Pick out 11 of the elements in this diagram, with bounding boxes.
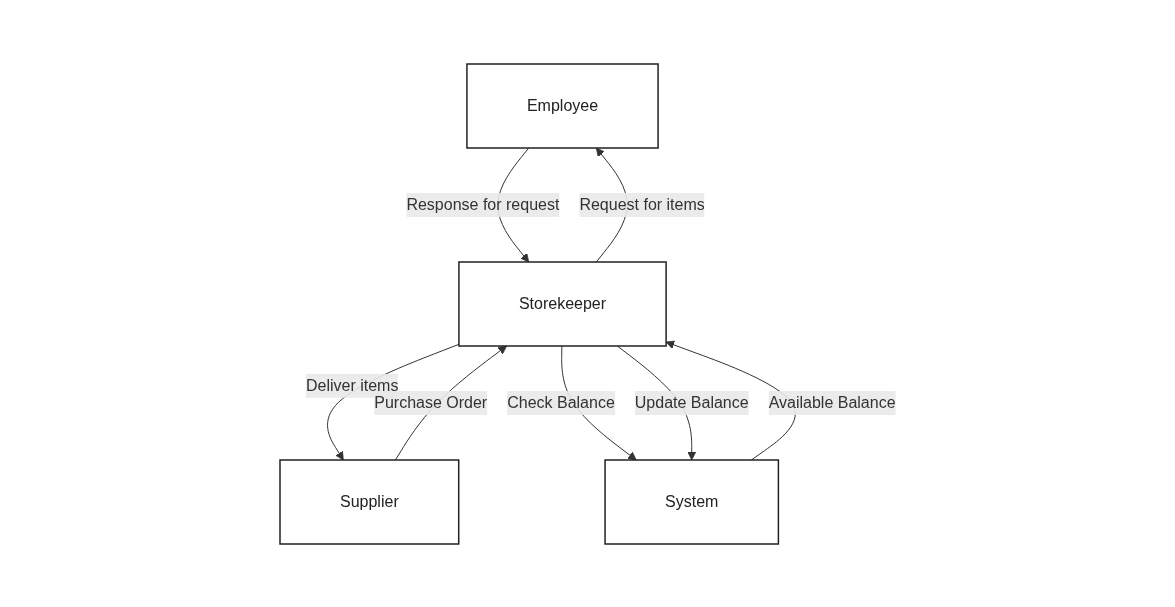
edge-label: Update Balance xyxy=(634,393,749,411)
node-box: Supplier xyxy=(278,458,460,545)
edge-label: Request for items xyxy=(579,195,705,213)
edge-label: Available Balance xyxy=(768,393,896,411)
edge-label: Response for request xyxy=(406,195,560,213)
edge-label: Deliver items xyxy=(305,376,399,394)
edge-label: Check Balance xyxy=(506,393,615,411)
edge-label: Purchase Order xyxy=(373,393,487,411)
node-box: Storekeeper xyxy=(457,260,667,347)
node-box: System xyxy=(604,458,779,545)
node-box: Employee xyxy=(465,62,659,149)
